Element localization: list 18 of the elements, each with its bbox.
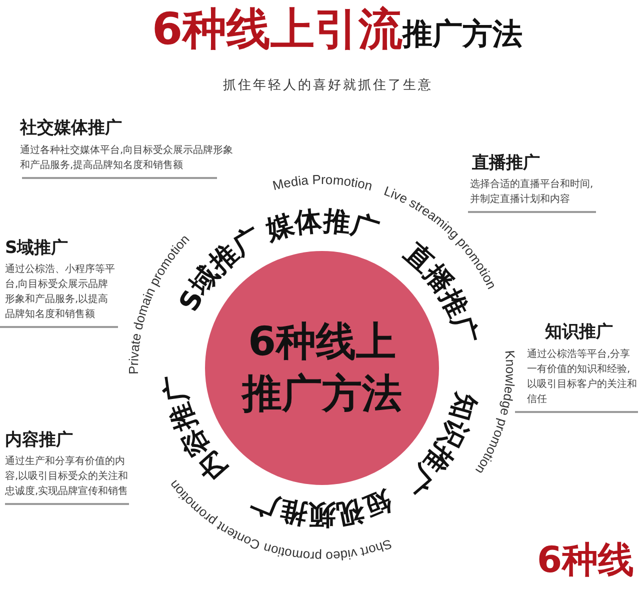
description-text: 选择合适的直播平台和时间,并制定直播计划和内容	[470, 178, 594, 207]
curved-caption: Media Promotion	[271, 172, 374, 194]
description-text: 通过生产和分享有价值的内容,以吸引目标受众的关注和忠诚度,实现品牌宣传和销售	[5, 454, 130, 499]
subtitle: 抓住年轻人的喜好就抓住了生意	[223, 77, 433, 94]
section-heading: 内容推广	[5, 429, 73, 451]
description-text: 通过各种社交媒体平台,向目标受众展示品牌形象和产品服务,提高品牌知名度和销售额	[20, 144, 234, 173]
curved-category-label: 媒体推广	[262, 205, 382, 247]
section-heading: 直播推广	[472, 152, 540, 174]
section-heading: 知识推广	[545, 321, 613, 343]
description-text: 通过公棕浩、小程序等平台,向目标受众展示品牌形象和产品服务,以提高品牌知名度和销售额	[5, 262, 116, 322]
cropped-heading-text: 6种线	[536, 539, 634, 583]
description-text: 通过公棕浩等平台,分享一有价值的知识和经验,以吸引目标客户的关注和信任	[527, 348, 638, 407]
section-heading: 社交媒体推广	[20, 117, 122, 139]
title: 6种线上引流推广方法	[152, 3, 523, 57]
curved-category-label: 短视频推广	[248, 484, 396, 530]
curved-caption: Short video promotion	[262, 536, 394, 564]
center-text: 6种线上推广方法	[240, 318, 403, 419]
section-heading: S域推广	[5, 237, 68, 259]
